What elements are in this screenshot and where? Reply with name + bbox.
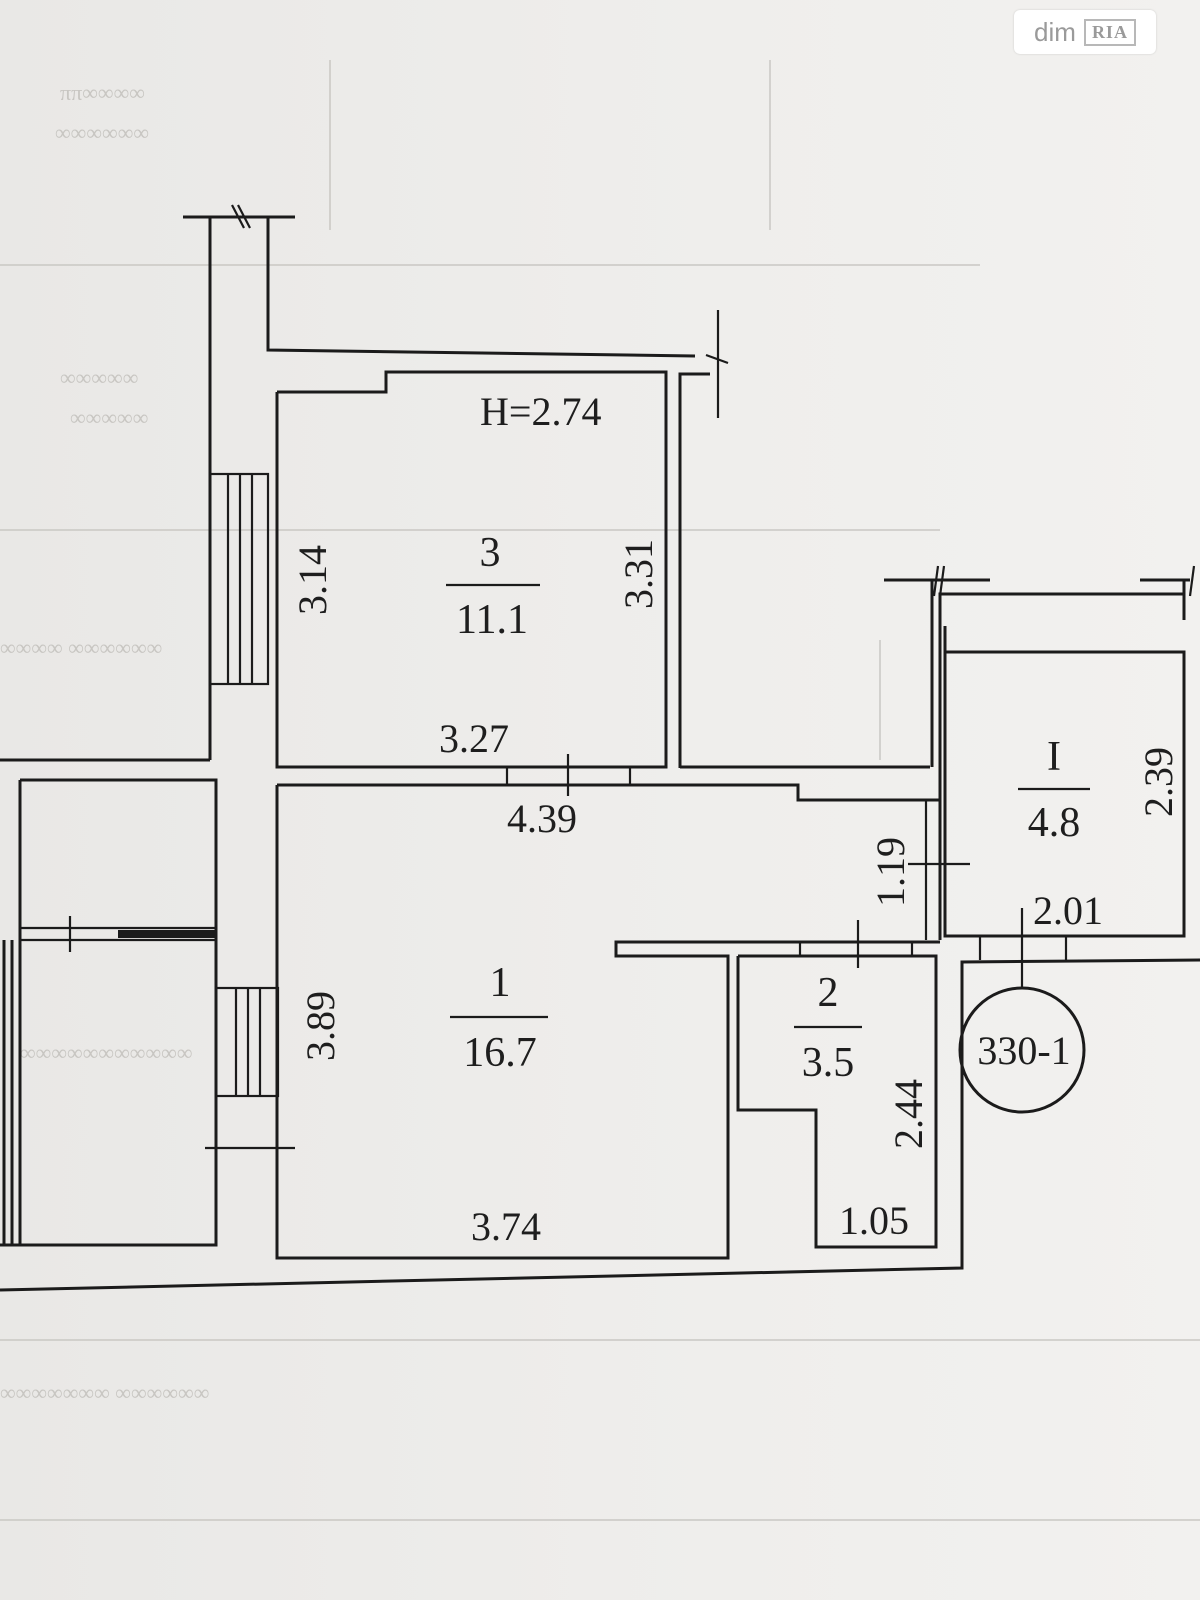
- watermark-brand: dim: [1034, 16, 1076, 47]
- ghost-text: ∞∞∞∞∞: [70, 405, 148, 430]
- ghost-text: ππ∞∞∞∞: [60, 80, 145, 105]
- ghost-text: ∞∞∞∞ ∞∞∞∞∞∞: [0, 635, 162, 660]
- room-1-area: 16.7: [463, 1030, 537, 1076]
- ghost-text: ∞∞∞∞∞∞: [55, 120, 149, 145]
- watermark-logo: RIA: [1083, 18, 1136, 46]
- room-3-number: 3: [480, 530, 501, 576]
- ghost-text: ∞∞∞∞∞∞∞∞∞∞∞: [20, 1040, 193, 1065]
- dimension-passage: 1.19: [868, 837, 913, 907]
- dimension-room3-right: 3.31: [616, 539, 661, 609]
- dimension-room1-left: 3.89: [298, 991, 343, 1061]
- room-1-number: 1: [490, 960, 511, 1006]
- dimension-corridor-top: 4.39: [507, 796, 577, 841]
- dimension-room3-left: 3.14: [290, 545, 335, 615]
- watermark-badge: dim RIA: [1014, 10, 1156, 54]
- section-marker-circle: [958, 986, 1086, 1114]
- room-I-area: 4.8: [1028, 800, 1081, 846]
- dimension-roomI-right: 2.39: [1136, 747, 1181, 817]
- walls: [0, 204, 1200, 1292]
- dimension-room2-right: 2.44: [886, 1079, 931, 1149]
- room-2-number: 2: [818, 970, 839, 1016]
- dimension-room1-bottom: 3.74: [471, 1204, 541, 1249]
- dimension-room3-bottom: 3.27: [439, 716, 509, 761]
- labels: H=2.74 3 11.1 1 16.7 2 3.5 I 4.8 3.14 3.…: [290, 389, 1181, 1249]
- ceiling-height-label: H=2.74: [480, 389, 601, 434]
- ghost-text: ∞∞∞∞∞: [60, 365, 138, 390]
- section-marker-label: 330-1: [977, 1028, 1070, 1073]
- room-3-area: 11.1: [456, 597, 528, 643]
- room-I-number: I: [1047, 734, 1061, 780]
- dimension-room2-bottom: 1.05: [839, 1198, 909, 1243]
- room-2-area: 3.5: [802, 1040, 855, 1086]
- dimension-roomI-bottom: 2.01: [1033, 888, 1103, 933]
- background-ghost-lines: ππ∞∞∞∞ ∞∞∞∞∞∞ ∞∞∞∞∞ ∞∞∞∞∞ ∞∞∞∞ ∞∞∞∞∞∞ ∞∞…: [0, 60, 1200, 1521]
- ghost-text: ∞∞∞∞∞∞∞ ∞∞∞∞∞∞: [0, 1380, 209, 1405]
